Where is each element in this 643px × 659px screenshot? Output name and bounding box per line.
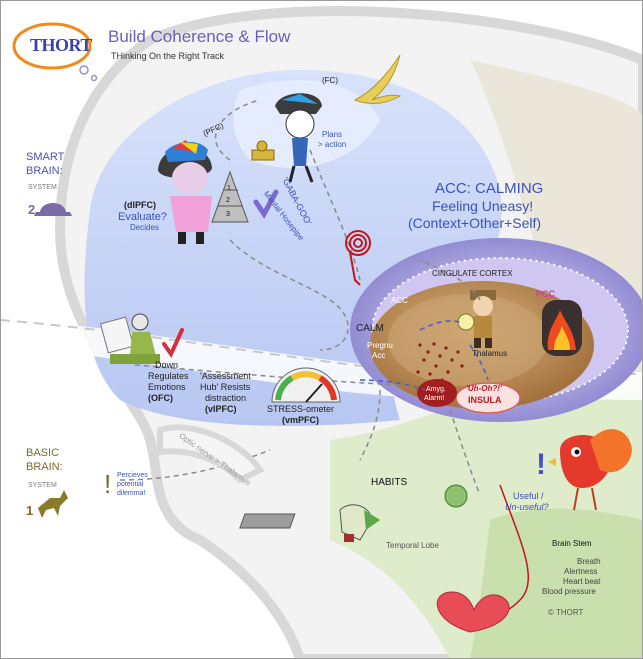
copyright-label: © THORT (548, 608, 584, 617)
red-bird-icon (548, 429, 632, 511)
amyg-label-1: Amyg. (426, 386, 446, 393)
assessment-label-1: 'Assessment (200, 371, 251, 381)
laptop-character-icon (239, 484, 468, 529)
pyramid-step-3: 3 (226, 211, 230, 218)
deer-icon (38, 490, 68, 518)
breath-label: Breath (577, 557, 601, 566)
purple-check-icon (253, 189, 279, 219)
acc-feeling: Feeling Uneasy! (432, 198, 534, 214)
exclaim-blue: ! (536, 448, 546, 481)
emotions-label: Emotions (148, 382, 186, 392)
regulator-character-icon (99, 313, 160, 364)
percieves-label-3: dilemma! (117, 490, 146, 497)
stress-meter-icon (271, 367, 341, 403)
bird-icon (353, 54, 402, 104)
red-check-icon (162, 328, 184, 359)
thalamus-label: Thalamus (472, 349, 508, 358)
dlpfc-label: (dlPFC) (124, 200, 156, 210)
smart-brain-label-1: SMART (26, 151, 65, 163)
alertness-label: Alertness (564, 567, 598, 576)
insula-label: INSULA (468, 395, 502, 405)
temporal-lobe-label: Temporal Lobe (386, 541, 439, 550)
pyramid-icon (211, 170, 249, 223)
basic-brain-system: SYSTEM (28, 482, 57, 489)
smart-brain-system: SYSTEM (28, 184, 57, 191)
amyg-label-2: Alarm! (424, 395, 445, 402)
valve-icon (251, 140, 275, 161)
down-label: Down (155, 360, 179, 370)
planner-character-icon (275, 93, 322, 183)
assessment-label-3: distraction (205, 393, 247, 403)
smart-brain-label-2: BRAIN: (26, 165, 63, 177)
basic-brain-label-1: BASIC (26, 447, 60, 459)
pyramid-step-2: 2 (226, 197, 230, 204)
percieves-label-1: Percieves (117, 472, 148, 479)
insula-shape (455, 382, 521, 414)
ofc-label: (OFC) (148, 393, 173, 403)
evaluator-character-icon (158, 140, 212, 244)
assessment-label-2: Hub' Resists (200, 382, 251, 392)
smart-brain-number: 2 (28, 202, 36, 217)
vlpfc-label: (vlPFC) (205, 404, 237, 414)
page-title: Build Coherence & Flow (108, 27, 291, 46)
pregnu-label-1: Pregnu (367, 341, 393, 350)
basic-brain-label-2: BRAIN: (26, 461, 63, 473)
heart-icon (436, 591, 510, 633)
blood-pressure-label: Blood pressure (542, 587, 596, 596)
habits-label: HABITS (371, 477, 408, 488)
acc-title: ACC: CALMING (435, 180, 544, 197)
evaluate-label: Evaluate? (118, 211, 167, 223)
fire-icon (542, 300, 582, 356)
brain-stem-region (470, 508, 643, 659)
exclaim-mark: ! (104, 469, 112, 499)
thalamus-character-icon (470, 290, 496, 348)
face-profile (157, 424, 265, 484)
habit-character-icon (339, 504, 380, 542)
fc-label: (FC) (322, 76, 338, 85)
heart-beat-label: Heart beat (563, 577, 601, 586)
turtle-icon (34, 203, 72, 216)
acc-label: ACC (391, 296, 408, 305)
calm-label: CALM (356, 323, 384, 334)
basic-brain-number: 1 (26, 503, 34, 518)
logo-text: THORT (30, 35, 92, 55)
plans-label-2: > action (318, 140, 347, 149)
cingulate-label: CINGULATE CORTEX (432, 269, 513, 278)
hosepipe-spiral-icon (345, 230, 371, 256)
decides-label: Decides (130, 223, 159, 232)
pcc-label: PCC (536, 289, 556, 299)
uh-oh-label: 'Uh-Oh?!' (466, 384, 502, 393)
vmpfc-label: (vmPFC) (282, 415, 320, 425)
brain-stem-label: Brain Stem (552, 539, 592, 548)
useful-label-1: Useful / (513, 491, 544, 501)
page-subtitle: THinking On the Right Track (111, 51, 225, 61)
blue-flow-paths (359, 320, 489, 391)
amygdala-shape (417, 379, 457, 407)
plans-label-1: Plans (322, 130, 343, 139)
percieves-label-2: potential (117, 481, 144, 488)
pregnu-label-2: Acc (372, 351, 386, 360)
thort-logo (12, 22, 98, 82)
regulates-label: Regulates (148, 371, 189, 381)
stress-ometer-label: STRESS-ometer (267, 404, 335, 414)
pyramid-step-1: 1 (227, 185, 231, 192)
useful-label-2: Un-useful? (505, 502, 549, 512)
acc-context: (Context+Other+Self) (408, 215, 542, 231)
